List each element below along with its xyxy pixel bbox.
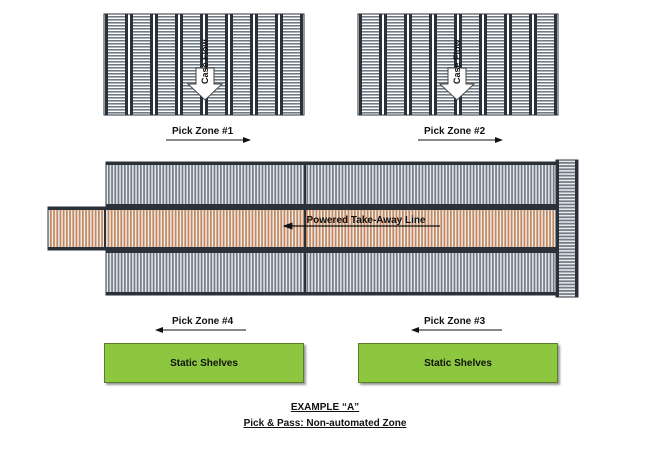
static-shelves-right: Static Shelves bbox=[358, 343, 558, 383]
caption-title: EXAMPLE “A” bbox=[290, 402, 360, 413]
case-flow-arrow-left: Case Flow bbox=[186, 38, 224, 101]
takeaway-label: Powered Take-Away Line bbox=[306, 215, 426, 226]
pick-zone-2-label: Pick Zone #2 bbox=[424, 126, 486, 137]
carton-flow-rack-right bbox=[357, 13, 559, 116]
conveyor-upper-section bbox=[105, 161, 557, 208]
takeaway-label-group: Powered Take-Away Line bbox=[282, 215, 440, 230]
conveyor-lower-section bbox=[105, 249, 557, 296]
pick-zone-3-label: Pick Zone #3 bbox=[424, 316, 486, 327]
case-flow-arrow-right: Case Flow bbox=[438, 38, 476, 101]
caption-title-row: EXAMPLE “A” bbox=[0, 402, 650, 413]
powered-takeaway-line bbox=[47, 206, 557, 251]
case-flow-label-right: Case Flow bbox=[452, 38, 462, 84]
caption-subtitle: Pick & Pass: Non-automated Zone bbox=[243, 418, 407, 429]
pick-zone-4-label: Pick Zone #4 bbox=[172, 316, 234, 327]
caption-subtitle-row: Pick & Pass: Non-automated Zone bbox=[0, 418, 650, 429]
conveyor-end-section bbox=[555, 159, 579, 298]
pick-zone-1-label: Pick Zone #1 bbox=[172, 126, 234, 137]
case-flow-label-left: Case Flow bbox=[200, 38, 210, 84]
static-shelves-left: Static Shelves bbox=[104, 343, 304, 383]
